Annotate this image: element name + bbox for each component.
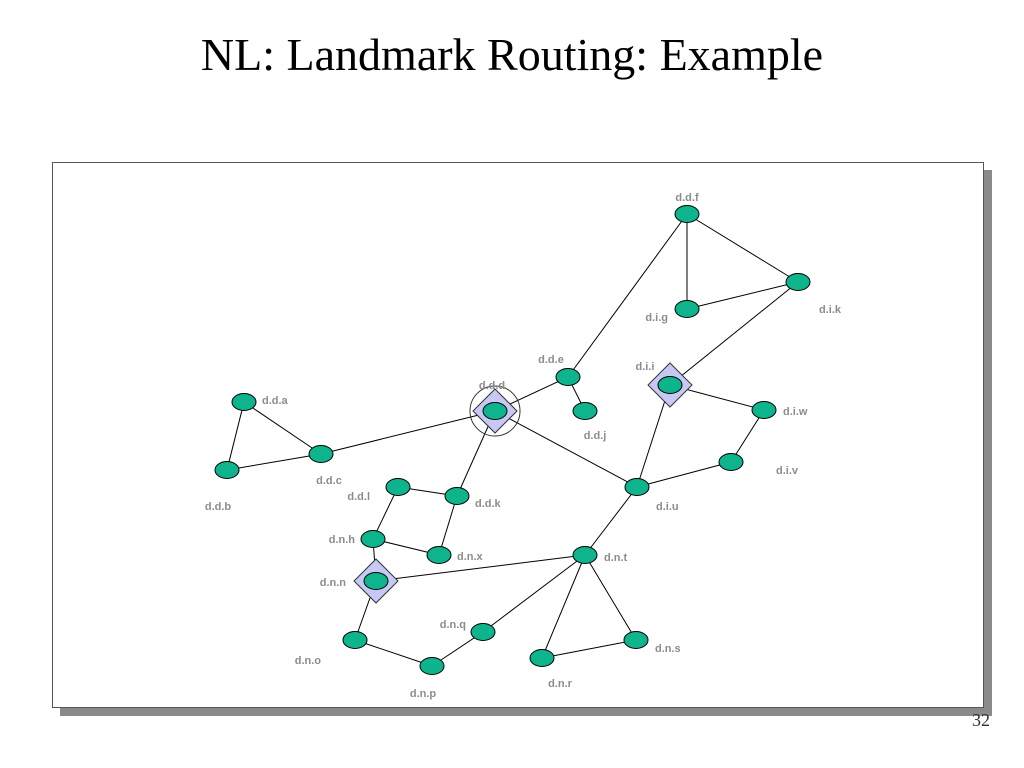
node-dns	[623, 631, 649, 649]
node-label-ddj: d.d.j	[584, 430, 607, 442]
node-dnh	[360, 530, 386, 548]
network-diagram: d.d.f d.i.k d.i.g d.d.e d.d.j d.d.d d.i.i d.i.w…	[205, 192, 842, 700]
edge-ddb-ddc	[226, 453, 322, 471]
node-dik	[785, 273, 811, 291]
node-dnq	[470, 623, 496, 641]
node-label-diu: d.i.u	[656, 501, 679, 513]
edge-dda-ddc	[243, 401, 322, 455]
node-label-dik: d.i.k	[819, 304, 842, 316]
node-ddb	[214, 461, 240, 479]
node-label-ddb: d.d.b	[205, 501, 232, 513]
node-dnn	[363, 572, 389, 590]
node-ddd	[482, 402, 508, 420]
node-label-ddl: d.d.l	[347, 491, 370, 503]
node-diw	[751, 401, 777, 419]
node-ddl	[385, 478, 411, 496]
landmark-circle-ddd	[469, 385, 521, 437]
edge-ddd-diu	[494, 410, 638, 488]
node-label-dnt: d.n.t	[604, 552, 628, 564]
node-label-diw: d.i.w	[783, 406, 808, 418]
node-label-ddd: d.d.d	[479, 380, 505, 392]
node-label-ddc: d.d.c	[316, 475, 342, 487]
node-dnt	[572, 546, 598, 564]
node-dig	[674, 300, 700, 318]
node-ddj	[572, 402, 598, 420]
node-diu	[624, 478, 650, 496]
node-dnr	[529, 649, 555, 667]
node-label-dnx: d.n.x	[457, 551, 484, 563]
edge-ddd-ddc	[320, 410, 496, 455]
node-div	[718, 453, 744, 471]
node-label-ddf: d.d.f	[675, 192, 699, 204]
edge-dda-ddb	[226, 401, 245, 471]
node-label-dda: d.d.a	[262, 395, 289, 407]
node-label-div: d.i.v	[776, 465, 799, 477]
edge-dnt-dns	[584, 554, 637, 641]
edge-dik-dii	[669, 281, 799, 386]
node-dde	[555, 368, 581, 386]
edge-dnt-dnr	[541, 554, 586, 659]
edge-dnn-dnt	[375, 554, 586, 582]
diagram-frame: d.d.f d.i.k d.i.g d.d.e d.d.j d.d.d d.i.i d.i.w…	[52, 162, 984, 708]
node-label-dns: d.n.s	[655, 643, 681, 655]
node-label-dnq: d.n.q	[440, 619, 466, 631]
node-ddf	[674, 205, 700, 223]
edge-dno-dnp	[354, 639, 433, 667]
edge-dig-dik	[686, 281, 799, 310]
slide-title: NL: Landmark Routing: Example	[200, 29, 824, 80]
edge-dnq-dnt	[482, 554, 586, 633]
page-number: 32	[972, 710, 990, 730]
node-label-dnn: d.n.n	[320, 577, 347, 589]
node-dnx	[426, 546, 452, 564]
edge-ddf-dde	[567, 213, 688, 378]
edge-ddl-dnh	[372, 486, 399, 540]
node-ddk	[444, 487, 470, 505]
node-label-dii: d.i.i	[636, 361, 655, 373]
edge-diw-div	[730, 409, 765, 463]
edge-div-diu	[636, 461, 732, 488]
node-label-dig: d.i.g	[645, 312, 668, 324]
node-dnp	[419, 657, 445, 675]
node-label-dnh: d.n.h	[329, 534, 356, 546]
node-ddc	[308, 445, 334, 463]
node-dno	[342, 631, 368, 649]
node-dda	[231, 393, 257, 411]
edge-ddf-dik	[686, 213, 799, 283]
node-dii	[657, 376, 683, 394]
edge-dnr-dns	[541, 639, 637, 659]
node-label-dnr: d.n.r	[548, 678, 573, 690]
node-label-dnp: d.n.p	[410, 688, 437, 700]
edge-ddk-dnx	[438, 495, 458, 556]
node-label-dde: d.d.e	[538, 354, 564, 366]
node-label-dno: d.n.o	[295, 655, 322, 667]
edge-diu-dnt	[584, 486, 638, 556]
node-label-ddk: d.d.k	[475, 498, 502, 510]
